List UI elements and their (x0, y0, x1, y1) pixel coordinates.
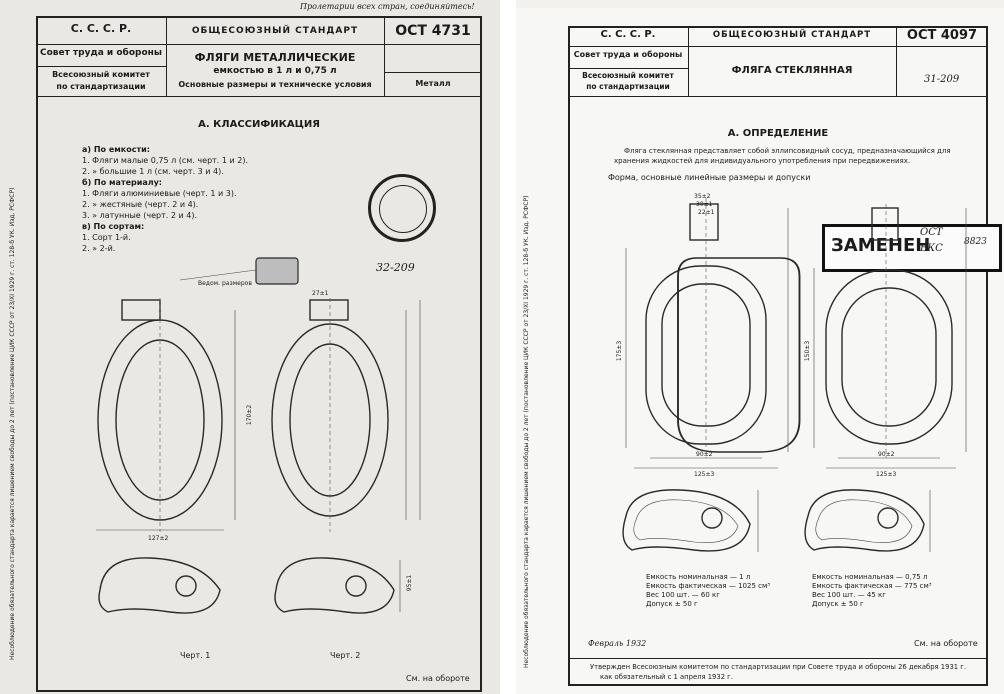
replaced-word: ЗАМЕНЕН (831, 235, 931, 256)
section-title: А. КЛАССИФИКАЦИЯ (198, 119, 320, 130)
replaced-ost: ОСТ (920, 227, 943, 238)
dim-height: 170±2 (246, 404, 254, 426)
class-line: 1. Фляги алюминиевые (черт. 1 и 3). (82, 189, 237, 198)
library-stamp (368, 174, 436, 242)
header-ussr: С. С. С. Р. (70, 22, 132, 35)
dim-height-big: 175±3 (616, 340, 624, 362)
big-flask-neck (689, 203, 719, 241)
spec-line: Допуск ± 50 г (646, 600, 698, 608)
header-title: ФЛЯГИ МЕТАЛЛИЧЕСКИЕ (194, 51, 356, 64)
ost-4097-sheet: Несоблюдение обязательного стандарта кар… (516, 8, 1004, 694)
dim-width-small: 90±2 (878, 451, 895, 458)
approved-line-2: как обязательный с 1 апреля 1932 г. (600, 673, 733, 681)
small-flask-outer (825, 269, 953, 445)
flask2-neck (309, 299, 349, 321)
handwritten-code: 32-209 (376, 261, 415, 274)
header-subtitle-2: Основные размеры и техническе условия (178, 80, 372, 89)
class-line: 1. Фляги малые 0,75 л (см. черт. 1 и 2). (82, 156, 249, 165)
class-line: 2. » большие 1 л (см. черт. 3 и 4). (82, 167, 224, 176)
approved-line-1: Утвержден Всесоюзным комитетом по станда… (590, 663, 966, 671)
small-flask-neck (871, 207, 899, 241)
dim-width: 127±2 (148, 535, 169, 542)
form-title: Форма, основные линейные размеры и допус… (608, 173, 811, 182)
class-line: б) По материалу: (82, 178, 163, 187)
dim-neck-b: 30±1 (696, 201, 713, 208)
flask1-neck (121, 299, 161, 321)
spec-line: Вес 100 шт. — 60 кг (646, 591, 720, 599)
spec-line: Вес 100 шт. — 45 кг (812, 591, 886, 599)
fig-label-1: Черт. 1 (180, 651, 211, 660)
sheet-frame (36, 16, 482, 692)
class-line: а) По емкости: (82, 145, 150, 154)
handwritten-slogan: Пролетарии всех стран, соединяйтесь! (300, 2, 475, 11)
flask-drawings (622, 198, 967, 552)
header-committee-2: по стандартизации (56, 82, 146, 91)
small-flask-side-view (804, 489, 925, 552)
class-line: в) По сортам: (82, 222, 145, 231)
header-committee-1: Всесоюзный комитет (582, 71, 674, 80)
dim-outer-big: 125±3 (694, 471, 715, 478)
neck-cap-detail (255, 257, 299, 285)
dim-neck-a: 35±2 (694, 193, 711, 200)
header-number: ОСТ 4731 (395, 23, 471, 39)
neck-leader (179, 269, 257, 281)
definition-line-2: хранения жидкостей для индивидуального у… (614, 157, 911, 165)
dim-neck-c: 22±1 (698, 209, 715, 216)
scan-gap (500, 0, 516, 694)
header-committee-2: по стандартизации (586, 82, 670, 91)
sheet-frame (568, 26, 988, 686)
class-line: 2. » 2-й. (82, 244, 116, 253)
dim-outer-small: 125±3 (876, 471, 897, 478)
header-council: Совет труда и обороны (39, 48, 162, 58)
header-number: ОСТ 4097 (906, 28, 978, 43)
dim-neck: 27±1 (312, 290, 329, 297)
handwritten-code: 31-209 (924, 74, 960, 85)
big-flask-outer (677, 257, 801, 453)
definition-line-1: Фляга стеклянная представляет собой элли… (624, 147, 951, 155)
class-line: 3. » латунные (черт. 2 и 4). (82, 211, 197, 220)
dim-height-small: 150±3 (804, 340, 812, 362)
spec-line: Емкость фактическая — 775 см³ (812, 582, 932, 590)
spec-line: Емкость номинальная — 0,75 л (812, 573, 928, 581)
flask1-side-view (98, 557, 221, 614)
replaced-stamp: ЗАМЕНЕН (822, 224, 1002, 272)
header-title: ФЛЯГА СТЕКЛЯННАЯ (731, 65, 853, 76)
neck-label: Ведом. размеров (198, 280, 252, 287)
class-line: 1. Сорт 1-й. (82, 233, 131, 242)
spec-line: Емкость номинальная — 1 л (646, 573, 751, 581)
header-subtitle: емкостью в 1 л и 0,75 л (213, 66, 337, 76)
header-committee-1: Всесоюзный комитет (52, 70, 150, 79)
big-flask-side-view (622, 489, 751, 552)
header-council: Совет труда и обороны (573, 50, 683, 59)
footer-note: См. на обороте (406, 674, 470, 683)
header-category: Металл (415, 79, 451, 88)
header-standard: ОБЩЕСОЮЗНЫЙ СТАНДАРТ (191, 26, 359, 36)
flask2-side-view (274, 557, 395, 614)
ost-4731-sheet: Пролетарии всех стран, соединяйтесь! Нес… (0, 0, 500, 694)
header-standard: ОБЩЕСОЮЗНЫЙ СТАНДАРТ (712, 30, 872, 40)
dim-width-big: 90±2 (696, 451, 713, 458)
small-flask-inner (841, 287, 937, 427)
fig-label-2: Черт. 2 (330, 651, 361, 660)
spec-line: Допуск ± 50 г (812, 600, 864, 608)
replaced-vks: ВКС (920, 243, 943, 254)
spec-line: Емкость фактическая — 1025 см³ (646, 582, 771, 590)
class-line: 2. » жестяные (черт. 2 и 4). (82, 200, 199, 209)
header-ussr: С. С. С. Р. (600, 29, 656, 40)
dim-depth: 95±1 (406, 574, 414, 592)
issue-date: Февраль 1932 (588, 639, 647, 648)
replaced-number: 8823 (964, 237, 987, 247)
footer-note: См. на обороте (914, 639, 978, 648)
section-title: А. ОПРЕДЕЛЕНИЕ (727, 128, 829, 139)
flask-drawings (96, 257, 421, 614)
